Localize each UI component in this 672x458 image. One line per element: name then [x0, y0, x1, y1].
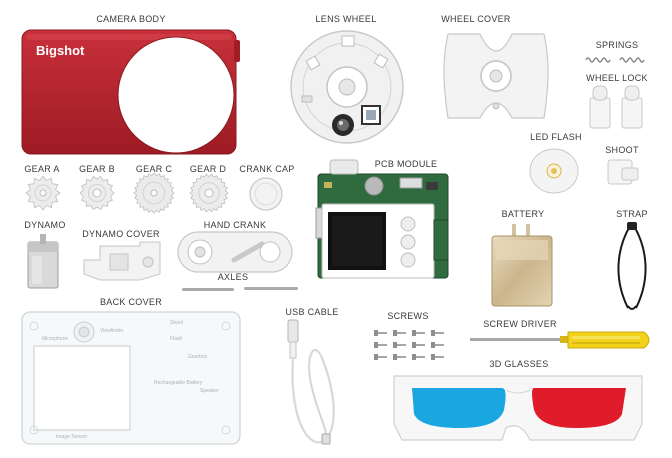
gear-a — [24, 174, 62, 212]
dynamo — [24, 234, 64, 292]
springs — [584, 54, 650, 66]
screws — [370, 326, 450, 366]
battery — [488, 222, 556, 308]
back-cover-image-sensor-text: Image Sensor — [56, 434, 87, 440]
label-gear-a: GEAR A — [24, 164, 60, 174]
label-dynamo-cover: DYNAMO COVER — [82, 229, 160, 239]
hand-crank — [176, 230, 294, 274]
label-back-cover: BACK COVER — [99, 297, 163, 307]
label-gear-d: GEAR D — [189, 164, 227, 174]
label-lens-wheel: LENS WHEEL — [315, 14, 377, 24]
label-hand-crank: HAND CRANK — [203, 220, 267, 230]
strap — [610, 220, 654, 312]
label-wheel-lock: WHEEL LOCK — [586, 73, 648, 83]
back-cover-gearbox-text: Gearbox — [188, 354, 208, 360]
label-crank-cap: CRANK CAP — [239, 164, 295, 174]
label-dynamo: DYNAMO — [24, 220, 66, 230]
axles — [180, 284, 300, 296]
label-usb-cable: USB CABLE — [285, 307, 339, 317]
camera-body: Bigshot — [20, 28, 242, 156]
label-3d-glasses: 3D GLASSES — [489, 359, 549, 369]
label-axles: AXLES — [217, 272, 249, 282]
back-cover-viewfinder-text: Viewfinder — [100, 328, 124, 334]
brand-logo: Bigshot — [36, 43, 85, 58]
screw-driver — [468, 328, 658, 352]
lens-wheel — [288, 28, 406, 146]
gear-c — [133, 172, 175, 214]
dynamo-cover — [80, 240, 164, 284]
back-cover-speaker-text: Speaker — [200, 388, 219, 394]
label-gear-c: GEAR C — [135, 164, 173, 174]
wheel-cover — [440, 28, 552, 128]
wheel-lock — [586, 84, 648, 130]
label-battery: BATTERY — [501, 209, 545, 219]
label-shoot: SHOOT — [605, 145, 639, 155]
crank-cap — [248, 176, 284, 212]
label-pcb-module: PCB MODULE — [374, 159, 438, 169]
label-screw-driver: SCREW DRIVER — [483, 319, 557, 329]
back-cover-battery-text: Rechargeable Battery — [154, 380, 203, 386]
label-camera-body: CAMERA BODY — [96, 14, 166, 24]
back-cover-shoot-text: Shoot — [170, 320, 184, 326]
shoot-button — [604, 158, 642, 188]
label-wheel-cover: WHEEL COVER — [441, 14, 511, 24]
gear-d — [188, 172, 230, 214]
led-flash — [526, 145, 586, 195]
back-cover-flash-text: Flash — [170, 336, 182, 342]
label-gear-b: GEAR B — [79, 164, 115, 174]
3d-glasses — [390, 370, 646, 448]
label-springs: SPRINGS — [595, 40, 639, 50]
label-screws: SCREWS — [387, 311, 429, 321]
label-led-flash: LED FLASH — [530, 132, 582, 142]
pcb-module — [310, 159, 452, 288]
gear-b — [78, 174, 116, 212]
label-strap: STRAP — [616, 209, 648, 219]
usb-cable — [282, 318, 352, 448]
back-cover-microphone-text: Microphone — [42, 336, 68, 342]
back-cover: Viewfinder Flash Gearbox Rechargeable Ba… — [20, 310, 242, 446]
